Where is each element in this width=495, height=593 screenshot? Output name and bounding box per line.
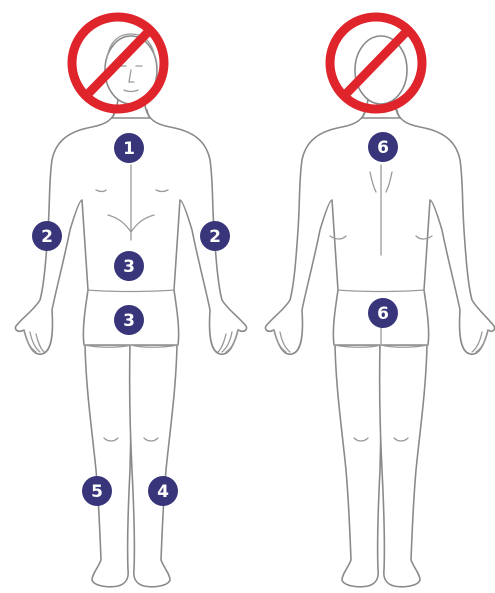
- front-body-figure: [15, 17, 246, 587]
- marker-front-left-arm: 2: [200, 221, 230, 251]
- marker-front-thigh-front: 3: [114, 305, 144, 335]
- marker-label: 2: [41, 227, 53, 247]
- marker-label: 2: [209, 227, 221, 247]
- marker-label: 6: [377, 304, 389, 324]
- marker-label: 6: [377, 138, 389, 158]
- marker-back-upper-back: 6: [368, 132, 398, 162]
- marker-label: 4: [157, 482, 169, 502]
- marker-front-upper-chest: 1: [114, 133, 144, 163]
- marker-label: 3: [123, 311, 135, 331]
- marker-back-buttocks: 6: [368, 298, 398, 328]
- marker-label: 3: [123, 257, 135, 277]
- marker-label: 5: [91, 482, 103, 502]
- marker-front-right-arm: 2: [32, 221, 62, 251]
- marker-front-abdomen: 3: [114, 251, 144, 281]
- marker-label: 1: [123, 139, 135, 159]
- marker-front-right-lower-leg: 5: [82, 476, 112, 506]
- marker-front-left-lower-leg: 4: [148, 476, 178, 506]
